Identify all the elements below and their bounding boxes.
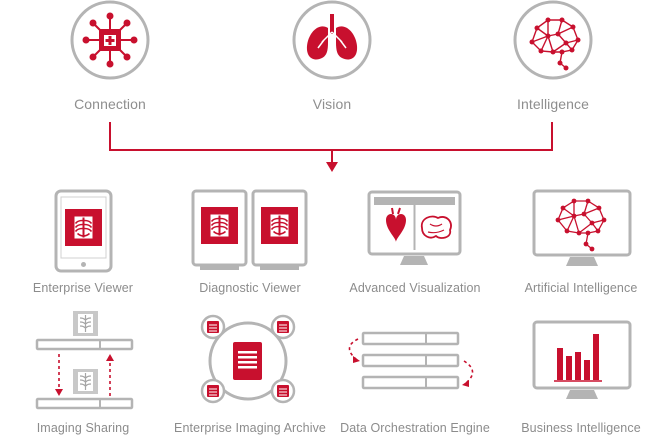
- monitor-bar-chart-icon: [532, 320, 632, 399]
- archive-hub-icon: [200, 314, 296, 404]
- label-intelligence: Intelligence: [516, 96, 590, 112]
- brain-network-icon: [513, 0, 593, 80]
- label-enterprise-imaging-archive: Enterprise Imaging Archive: [174, 421, 326, 435]
- label-diagnostic-viewer: Diagnostic Viewer: [199, 281, 301, 295]
- monitor-heart-brain-icon: [367, 190, 462, 265]
- label-artificial-intelligence: Artificial Intelligence: [524, 281, 638, 295]
- dual-monitor-xray-icon: [191, 189, 308, 270]
- converging-connector: [109, 122, 553, 164]
- monitor-brain-network-icon: [532, 189, 632, 266]
- arrow-down-icon: [326, 162, 338, 172]
- lungs-icon: [292, 0, 372, 80]
- image-exchange-icon: [35, 311, 134, 410]
- label-vision: Vision: [312, 96, 352, 112]
- label-advanced-visualization: Advanced Visualization: [349, 281, 481, 295]
- label-data-orchestration-engine: Data Orchestration Engine: [340, 421, 490, 435]
- hospital-network-icon: [70, 0, 150, 80]
- label-enterprise-viewer: Enterprise Viewer: [32, 281, 134, 295]
- tablet-xray-icon: [54, 189, 113, 273]
- data-orchestration-icon: [348, 331, 474, 390]
- label-imaging-sharing: Imaging Sharing: [36, 421, 130, 435]
- label-connection: Connection: [74, 96, 146, 112]
- label-business-intelligence: Business Intelligence: [521, 421, 641, 435]
